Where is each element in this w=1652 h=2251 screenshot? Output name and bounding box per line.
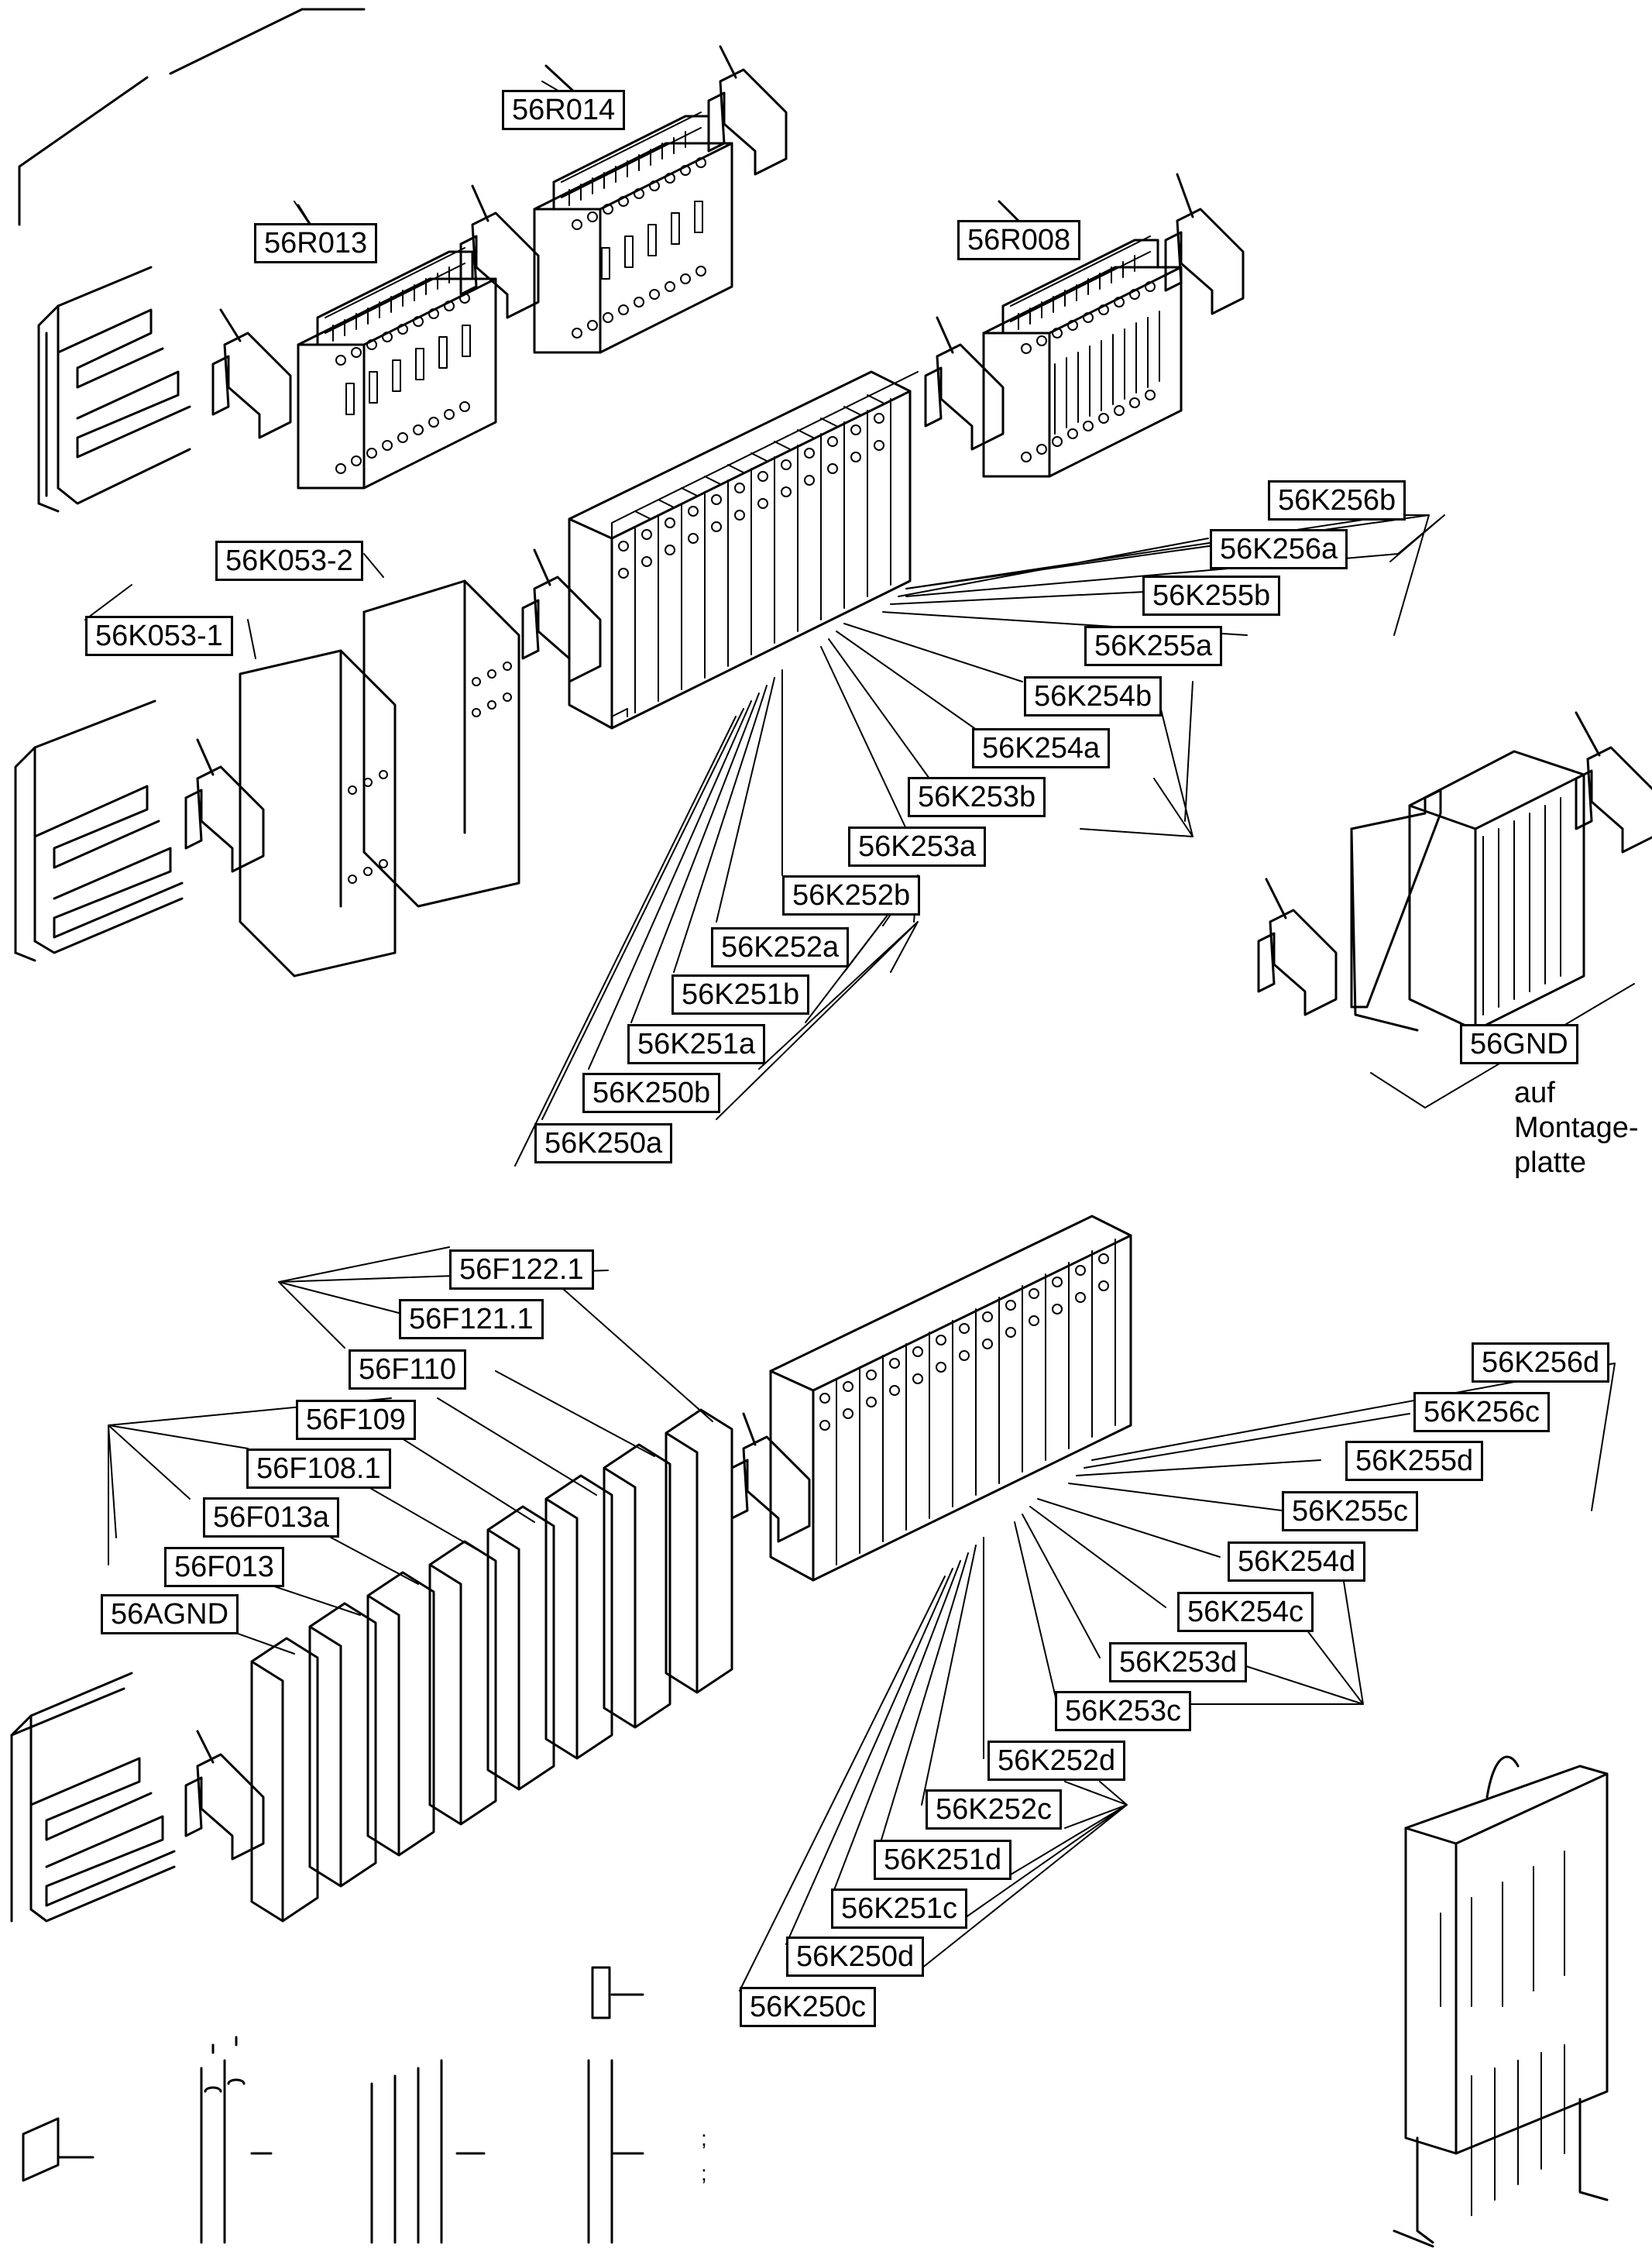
label-56F110: 56F110 <box>349 1349 467 1390</box>
label-56F122.1: 56F122.1 <box>449 1249 594 1290</box>
label-56R014: 56R014 <box>502 90 626 130</box>
label-56K252c: 56K252c <box>926 1789 1063 1830</box>
din-rail-middle <box>14 699 184 962</box>
label-56F013: 56F013 <box>164 1547 284 1587</box>
label-56F108.1: 56F108.1 <box>246 1449 391 1489</box>
label-56K255b: 56K255b <box>1142 576 1281 616</box>
leader-lines <box>84 81 1635 1992</box>
cabinet-overview <box>1393 1755 1609 2248</box>
label-56K250c: 56K250c <box>740 1987 877 2027</box>
label-56K250b: 56K250b <box>582 1073 721 1113</box>
label-56K254d: 56K254d <box>1228 1541 1366 1582</box>
label-56K255d: 56K255d <box>1345 1441 1484 1481</box>
label-56F013a: 56F013a <box>203 1497 340 1538</box>
gnd-terminal-group <box>1350 750 1585 1032</box>
frame-corner-lines <box>18 8 366 226</box>
label-56K250a: 56K250a <box>534 1123 673 1163</box>
label-56F109: 56F109 <box>296 1400 416 1440</box>
wires-bottom <box>22 1966 644 2244</box>
note-montage: Montage- <box>1514 1112 1639 1144</box>
label-56K252d: 56K252d <box>987 1741 1126 1781</box>
label-56K252b: 56K252b <box>782 875 921 916</box>
fuse-terminals <box>250 1408 733 1923</box>
label-56K256b: 56K256b <box>1268 480 1406 521</box>
label-56F121.1: 56F121.1 <box>399 1299 544 1339</box>
note-platte: platte <box>1514 1146 1586 1179</box>
resistor-module-r014 <box>533 112 733 354</box>
relay-block-lower <box>769 1215 1132 1582</box>
label-56R013: 56R013 <box>254 223 378 263</box>
label-56K253b: 56K253b <box>908 777 1046 817</box>
label-56K053-2: 56K053-2 <box>215 541 363 581</box>
label-56K256c: 56K256c <box>1413 1392 1551 1432</box>
label-56R008: 56R008 <box>957 220 1081 260</box>
label-56K255c: 56K255c <box>1282 1491 1419 1531</box>
label-56K250d: 56K250d <box>786 1937 925 1977</box>
end-clamps-upper <box>184 68 1652 1861</box>
label-56K053-1: 56K053-1 <box>85 616 233 656</box>
label-56K251c: 56K251c <box>831 1888 968 1929</box>
label-56GND: 56GND <box>1460 1024 1578 1064</box>
label-56K251d: 56K251d <box>874 1840 1012 1880</box>
label-56AGND: 56AGND <box>101 1594 239 1634</box>
label-56K251a: 56K251a <box>627 1024 766 1064</box>
stray-marks: ; ; <box>701 2126 707 2185</box>
label-56K254a: 56K254a <box>972 728 1111 768</box>
din-rail-upper <box>37 266 191 513</box>
label-56K251b: 56K251b <box>671 974 810 1015</box>
resistor-module-r008 <box>982 235 1183 478</box>
label-56K255a: 56K255a <box>1084 626 1223 666</box>
label-56K253d: 56K253d <box>1109 1642 1248 1682</box>
semicolon-mark-2: ; <box>701 2161 707 2185</box>
din-rail-lower <box>10 1672 176 1923</box>
converter-modules-k053 <box>239 579 520 978</box>
relay-block-upper <box>568 370 919 730</box>
note-auf: auf <box>1514 1077 1555 1109</box>
label-56K253a: 56K253a <box>848 827 987 867</box>
label-56K256a: 56K256a <box>1210 529 1348 569</box>
label-56K252a: 56K252a <box>711 927 850 967</box>
semicolon-mark-1: ; <box>701 2126 707 2150</box>
label-56K254b: 56K254b <box>1024 676 1163 717</box>
resistor-module-r013 <box>297 247 497 490</box>
label-56K253c: 56K253c <box>1055 1691 1192 1731</box>
label-56K256d: 56K256d <box>1472 1342 1610 1383</box>
label-56K254c: 56K254c <box>1177 1592 1314 1632</box>
